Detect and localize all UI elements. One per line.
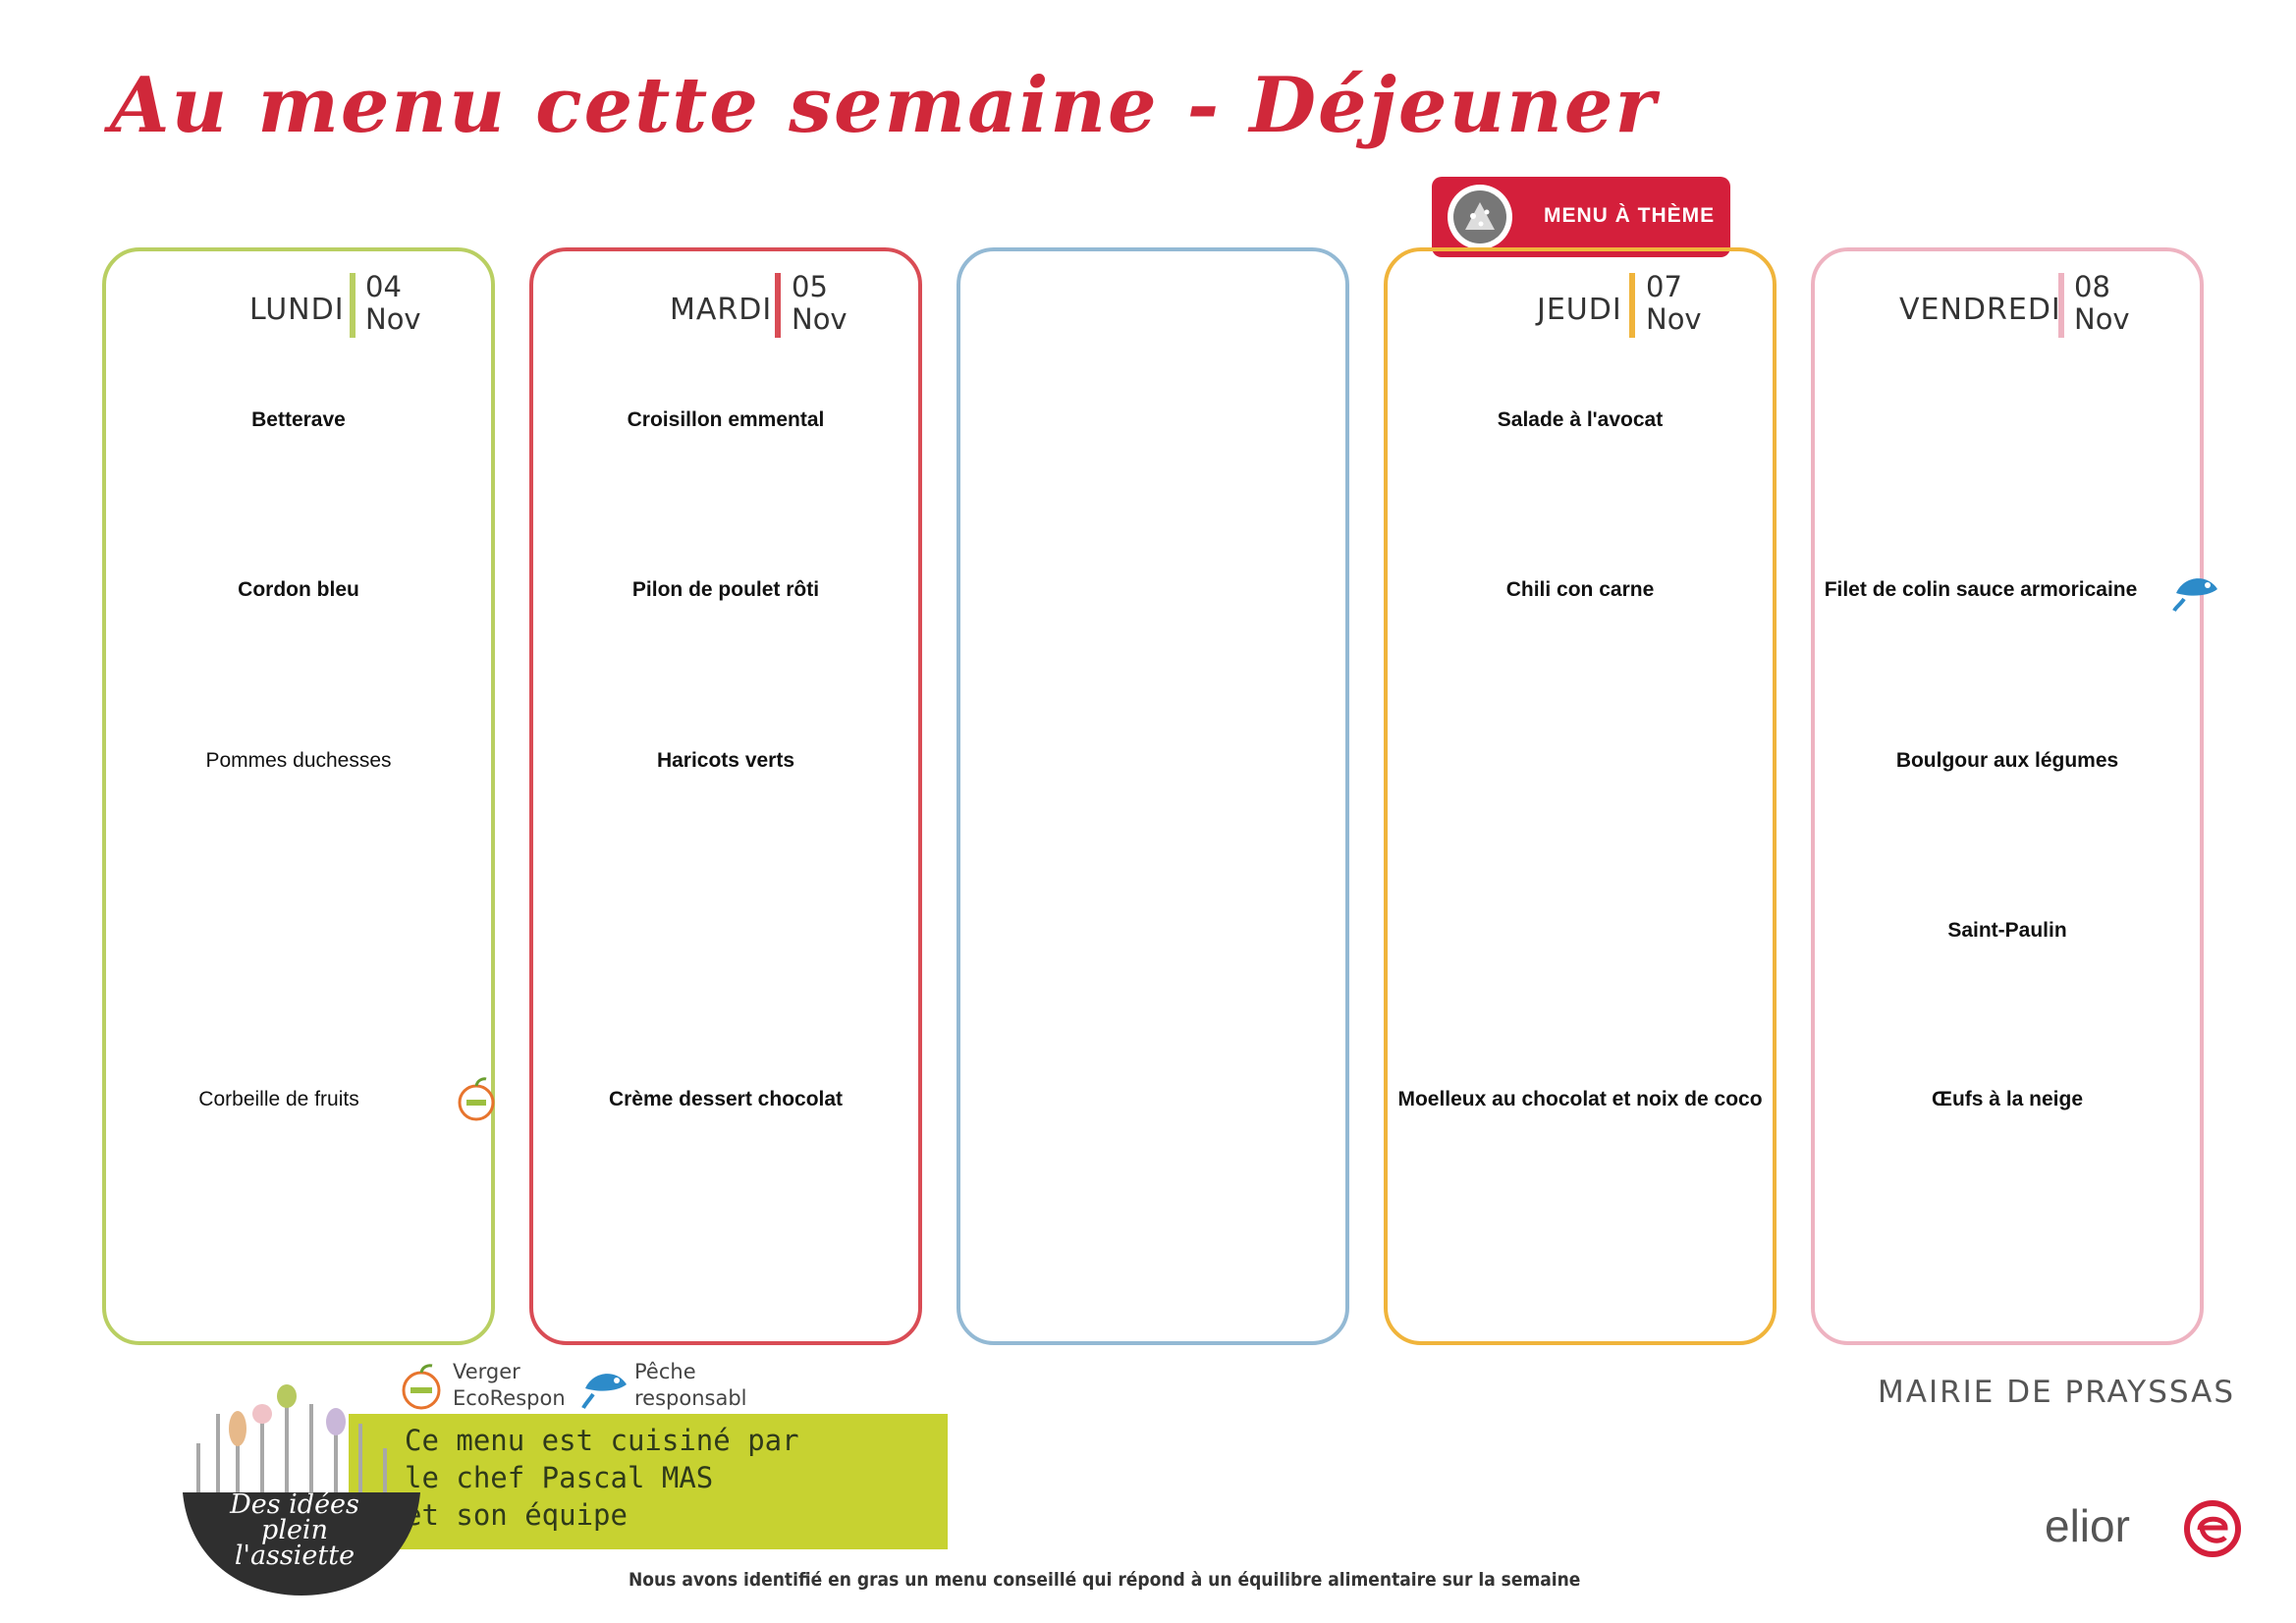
mairie-label: MAIRIE DE PRAYSSAS [1878,1375,2236,1410]
dish-item: Moelleux au chocolat et noix de coco [1397,1088,1763,1110]
theme-badge-icon [1448,185,1512,249]
date-separator [350,273,355,338]
chef-text: Ce menu est cuisiné par le chef Pascal M… [405,1424,799,1532]
elior-e-icon [2184,1500,2241,1557]
dish-item: Corbeille de fruits [198,1088,359,1110]
day-name: VENDREDI [1899,293,2061,327]
dish-item: Betterave [251,408,346,431]
day-month: Nov [365,302,421,336]
assiette-logo [183,1384,420,1596]
dish-item: Pilon de poulet rôti [631,578,820,601]
fish-icon [581,1374,627,1409]
fish-icon [2172,578,2217,613]
day-name: LUNDI [249,293,345,327]
theme-badge: MENU À THÈME [1432,177,1730,257]
date-separator [1629,273,1635,338]
dish-item: Cordon bleu [238,578,359,601]
page-title: Au menu cette semaine - Déjeuner [110,61,1658,150]
day-number: 04 [365,270,402,303]
dish-item: Haricots verts [656,749,795,772]
dish-item: Chili con carne [1505,578,1655,601]
dish-item: Salade à l'avocat [1497,408,1664,431]
apple-icon [458,1077,495,1121]
apple-icon [402,1364,441,1410]
dish-item: Pommes duchesses [205,749,392,772]
dish-item: Œufs à la neige [1931,1088,2084,1110]
logo-text: Des idées plein l'assiette [230,1489,359,1571]
date-separator [2058,273,2064,338]
dish-item: Croisillon emmental [627,408,825,431]
brand-logo-text: elior [2045,1500,2130,1551]
day-month: Nov [2074,302,2130,336]
dish-item: Saint-Paulin [1947,919,2067,942]
dish-item: Boulgour aux légumes [1895,749,2119,772]
day-number: 08 [2074,270,2110,303]
day-name: JEUDI [1537,293,1622,327]
day-name: MARDI [670,293,773,327]
dish-item: Filet de colin sauce armoricaine [1824,578,2138,601]
chef-banner [349,1414,948,1549]
day-column-empty [957,247,1349,1345]
day-month: Nov [792,302,847,336]
day-number: 05 [792,270,828,303]
day-month: Nov [1646,302,1702,336]
dish-item: Crème dessert chocolat [608,1088,844,1110]
date-separator [775,273,781,338]
day-number: 07 [1646,270,1682,303]
footer-note: Nous avons identifié en gras un menu con… [629,1569,1581,1591]
theme-badge-label: MENU À THÈME [1544,204,1716,227]
